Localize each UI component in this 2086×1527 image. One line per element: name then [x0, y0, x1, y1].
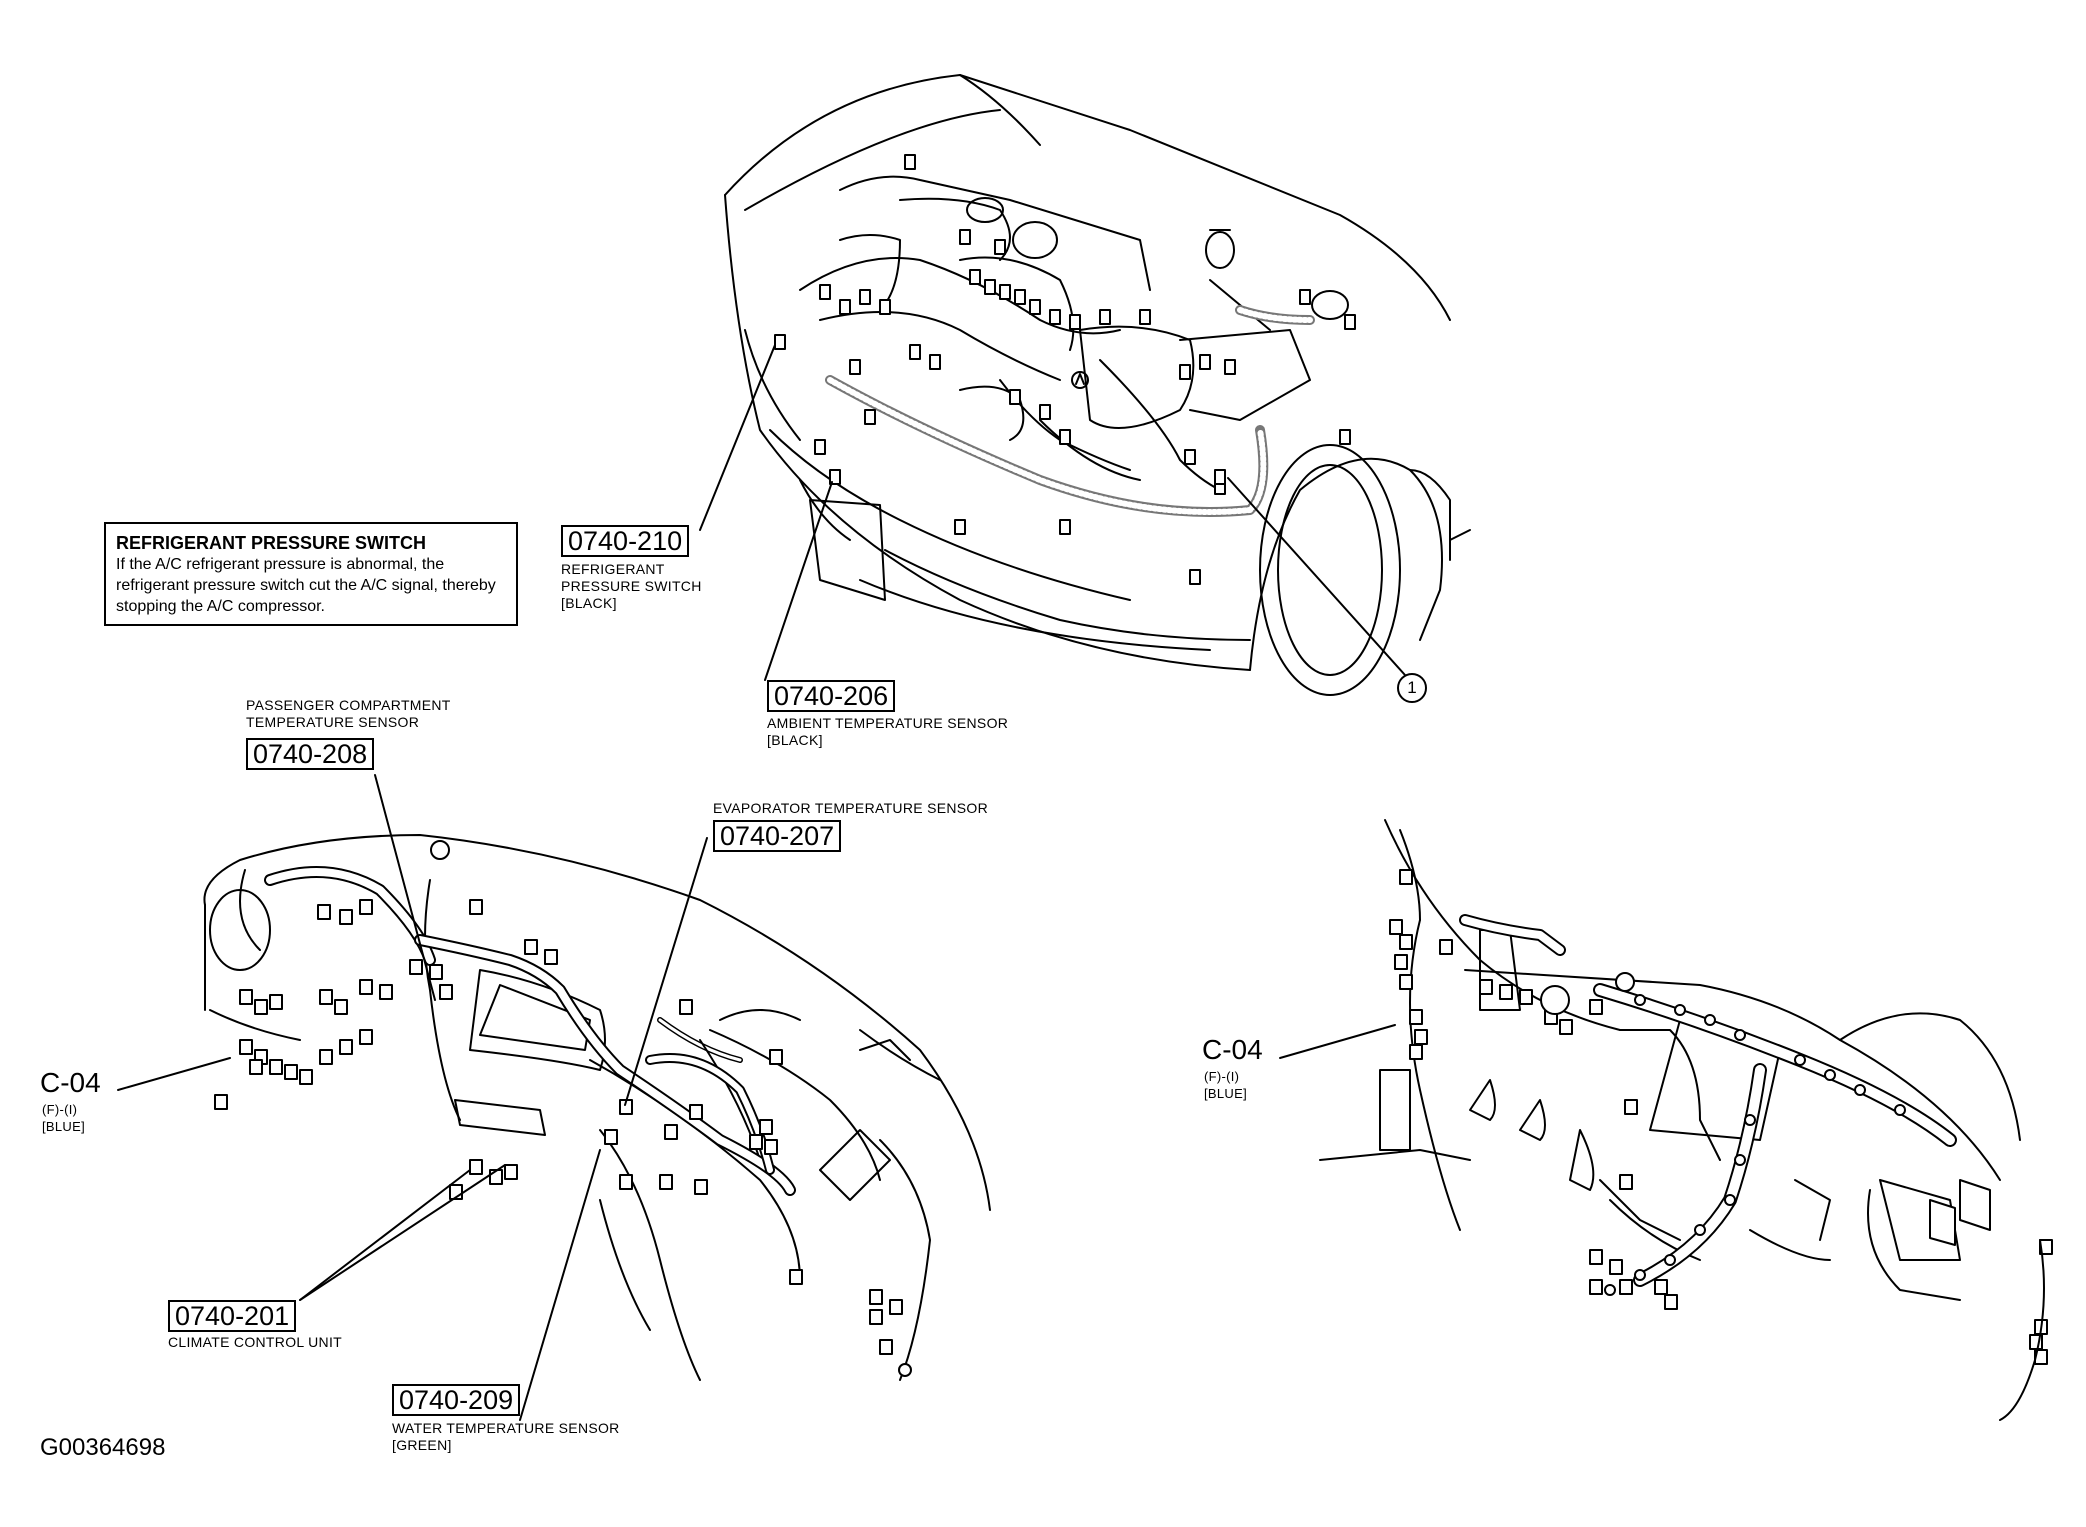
- note-body: If the A/C refrigerant pressure is abnor…: [116, 556, 496, 615]
- connector-label-0740-209-line1: WATER TEMPERATURE SENSOR: [392, 1420, 620, 1436]
- connector-label-0740-201-line1: CLIMATE CONTROL UNIT: [168, 1334, 343, 1350]
- engine-connectors: [774, 154, 1356, 585]
- connector-label-c04-left-line1: (F)-(I): [42, 1102, 78, 1117]
- connector-code-0740-207: 0740-207: [713, 820, 842, 852]
- refrigerant-pressure-switch-note: REFRIGERANT PRESSURE SWITCH If the A/C r…: [104, 522, 518, 626]
- engine-leader-lines: [699, 344, 1406, 681]
- connector-code-0740-210: 0740-210: [561, 525, 690, 557]
- connector-label-0740-210-line1: REFRIGERANT: [561, 561, 665, 577]
- right-connectors: [1389, 869, 2053, 1365]
- connector-label-0740-206-line1: AMBIENT TEMPERATURE SENSOR: [767, 715, 1009, 731]
- connector-label-c04-right-line2: [BLUE]: [1204, 1086, 1247, 1101]
- dash-connectors: [214, 899, 903, 1355]
- connector-code-0740-209: 0740-209: [392, 1384, 521, 1416]
- left-dashboard-drawing: [203, 834, 991, 1381]
- connector-name-c04-left: C-04: [40, 1067, 101, 1098]
- figure-id: G00364698: [40, 1434, 166, 1461]
- connector-label-0740-207-line1: EVAPORATOR TEMPERATURE SENSOR: [713, 800, 989, 816]
- engine-compartment-drawing: [724, 74, 1471, 696]
- connector-label-0740-210-line3: [BLACK]: [561, 595, 617, 611]
- dash-leader-lines: [117, 774, 1396, 1421]
- connector-label-0740-208-line2: TEMPERATURE SENSOR: [246, 714, 420, 730]
- connector-label-c04-left-line2: [BLUE]: [42, 1119, 85, 1134]
- connector-label-0740-209-line2: [GREEN]: [392, 1437, 452, 1453]
- right-dashboard-drawing: [1319, 819, 2053, 1421]
- connector-label-c04-right-line1: (F)-(I): [1204, 1069, 1240, 1084]
- note-title: REFRIGERANT PRESSURE SWITCH: [116, 533, 427, 553]
- connector-name-c04-right: C-04: [1202, 1034, 1263, 1065]
- right-harness-dots: [1604, 994, 1906, 1296]
- connector-label-0740-206-line2: [BLACK]: [767, 732, 823, 748]
- connector-label-0740-210-line2: PRESSURE SWITCH: [561, 578, 702, 594]
- callout-1: 1: [1397, 673, 1427, 703]
- connector-code-0740-201: 0740-201: [168, 1300, 297, 1332]
- connector-code-0740-206: 0740-206: [767, 680, 896, 712]
- connector-code-0740-208: 0740-208: [246, 738, 375, 770]
- connector-label-0740-208-line1: PASSENGER COMPARTMENT: [246, 697, 451, 713]
